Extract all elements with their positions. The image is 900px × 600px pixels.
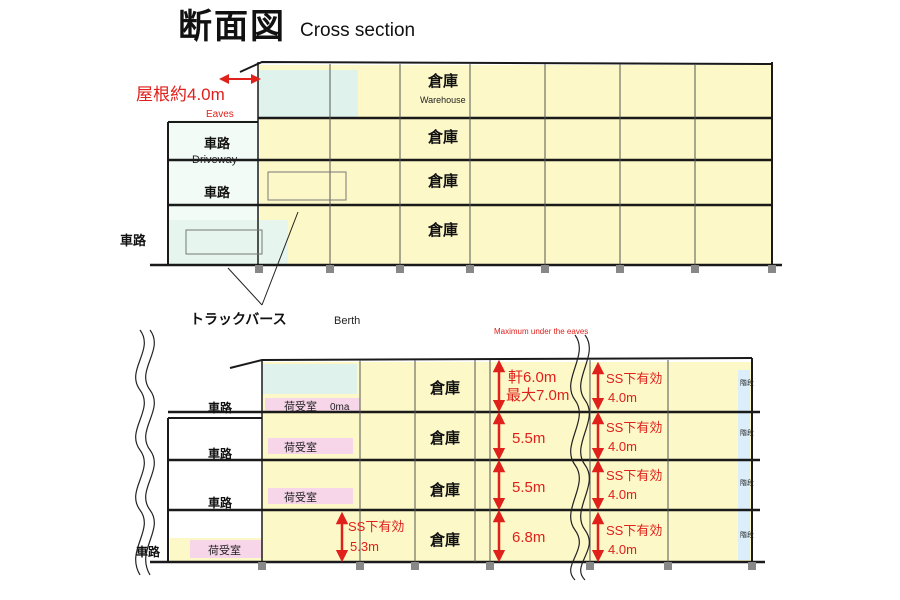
eaves-label-en: Eaves: [206, 109, 234, 120]
dim-floor2: 5.5m: [512, 479, 545, 496]
eaves-label: 屋根約4.0m: [136, 85, 225, 104]
stair-label-4: 階段: [740, 378, 754, 387]
ss-right-4b: 4.0m: [608, 390, 637, 405]
top-warehouse-label-2: 倉庫: [427, 172, 458, 190]
loading-label-1: 荷受室: [208, 543, 241, 557]
loading-room-4: [265, 398, 360, 412]
bottom-driveway-label-4: 車路: [208, 400, 233, 415]
loading-room-2: [268, 488, 353, 504]
loading-label-3: 荷受室: [284, 440, 317, 454]
bottom-driveway-label-1: 車路: [136, 544, 161, 559]
bottom-section: 倉庫 倉庫 倉庫 倉庫 車路 車路 車路 車路 荷受室 0ma 荷受室 荷受室 …: [135, 327, 765, 581]
top-warehouse-label-1: 倉庫: [427, 221, 458, 239]
top-roof: [239, 60, 773, 73]
title-english: Cross section: [300, 20, 416, 41]
berth-label: トラックバース: [190, 312, 287, 328]
stair-label-1: 階段: [740, 530, 754, 539]
top-driveway-label-2: 車路: [204, 185, 231, 201]
bottom-warehouse-label-2: 倉庫: [429, 481, 460, 499]
loading-room-1: [190, 540, 262, 558]
top-section: 屋根約4.0m Eaves 倉庫 Warehouse 倉庫 倉庫 倉庫 車路 D…: [120, 60, 782, 328]
ss-right-3b: 4.0m: [608, 439, 637, 454]
top-driveway-label-3: 車路: [204, 136, 231, 152]
loading-room-3: [268, 438, 353, 454]
dim-floor1: 6.8m: [512, 529, 545, 546]
bottom-driveway-label-2: 車路: [208, 495, 233, 510]
top-berth-fill: [168, 220, 288, 265]
top-warehouse-label-4: 倉庫: [427, 72, 458, 90]
bottom-warehouse-label-3: 倉庫: [429, 429, 460, 447]
ss-right-2a: SS下有効: [606, 468, 662, 483]
break-line-mid: [570, 334, 580, 581]
ss-left-label-a: SS下有効: [348, 519, 404, 534]
dim-floor3: 5.5m: [512, 430, 545, 447]
bottom-warehouse-label-4: 倉庫: [429, 379, 460, 397]
title-block: 断面図 Cross section: [178, 4, 415, 48]
ss-right-1b: 4.0m: [608, 542, 637, 557]
stair-label-3: 階段: [740, 428, 754, 437]
ss-right-2b: 4.0m: [608, 487, 637, 502]
berth-label-en: Berth: [334, 315, 360, 327]
bottom-warehouse-label-1: 倉庫: [429, 531, 460, 549]
loading-label-extra: 0ma: [330, 402, 350, 413]
loading-label-4: 荷受室: [284, 399, 317, 413]
top-atrium-fill: [258, 70, 358, 118]
top-warehouse-label-en: Warehouse: [420, 95, 466, 105]
top-driveway-label-1: 車路: [120, 233, 147, 249]
stair-label-2: 階段: [740, 478, 754, 487]
dim-floor4-max: 最大7.0m: [506, 387, 569, 404]
loading-label-2: 荷受室: [284, 490, 317, 504]
title-japanese: 断面図: [178, 7, 286, 47]
ss-right-1a: SS下有効: [606, 523, 662, 538]
top-warehouse-label-3: 倉庫: [427, 128, 458, 146]
ss-right-4a: SS下有効: [606, 371, 662, 386]
break-line-left: [135, 329, 145, 576]
bottom-driveway-label-3: 車路: [208, 446, 233, 461]
top-driveway-label-en: Driveway: [192, 154, 238, 166]
ss-right-3a: SS下有効: [606, 420, 662, 435]
max-under-eaves-note: Maximum under the eaves: [494, 327, 588, 336]
ss-left-label-b: 5.3m: [350, 539, 379, 554]
dim-floor4-eaves: 軒6.0m: [508, 369, 556, 386]
